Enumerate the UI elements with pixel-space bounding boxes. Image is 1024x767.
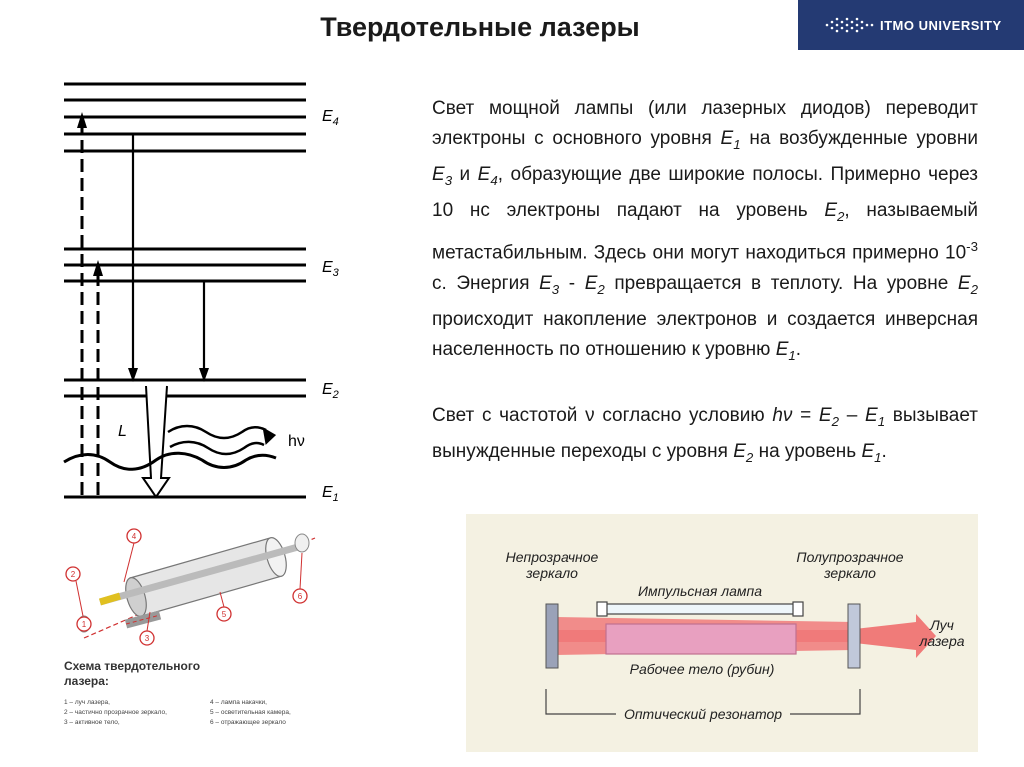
logo-text: ITMO UNIVERSITY xyxy=(880,17,1002,33)
rod-label: Рабочее тело (рубин) xyxy=(630,661,775,677)
itmo-logo: ITMO UNIVERSITY xyxy=(798,0,1024,50)
callout-4: 4 xyxy=(132,532,137,541)
legend-item-5: 5 – осветительная камера, xyxy=(210,709,291,716)
slide-title: Твердотельные лазеры xyxy=(320,12,640,42)
callout-1: 1 xyxy=(82,620,87,629)
e2-label: E2 xyxy=(322,381,339,401)
legend-item-6: 6 – отражающее зеркало xyxy=(210,719,286,726)
legend-item-4: 4 – лампа накачки, xyxy=(210,699,267,706)
l-label: L xyxy=(118,423,127,440)
semi-mirror-label-1: Полупрозрачное xyxy=(796,549,903,565)
energy-level-diagram: E4 E3 E2 E1 L hν xyxy=(63,82,340,504)
lamp-label: Импульсная лампа xyxy=(638,583,762,599)
scheme-caption-line2: лазера: xyxy=(64,674,109,688)
logo-dots-icon xyxy=(825,17,874,33)
optical-resonator-diagram: Непрозрачное зеркало Полупрозрачное зерк… xyxy=(466,514,978,752)
beam-label-2: лазера xyxy=(918,633,964,649)
description-paragraph-1: Свет мощной лампы (или лазерных диодов) … xyxy=(432,98,979,363)
legend-item-2: 2 – частично прозрачное зеркало, xyxy=(64,709,167,716)
hv-label: hν xyxy=(288,433,305,450)
laser-scheme-diagram: 1 2 3 4 5 6 Схема твердотельного лазера:… xyxy=(64,528,316,726)
cavity-label: Оптический резонатор xyxy=(624,706,782,722)
description-paragraph-2: Свет с частотой ν согласно условию hν = … xyxy=(432,405,978,465)
legend-item-1: 1 – луч лазера, xyxy=(64,699,110,706)
beam-label-1: Луч xyxy=(929,617,954,633)
callout-6: 6 xyxy=(298,592,303,601)
callout-5: 5 xyxy=(222,610,227,619)
callout-3: 3 xyxy=(145,634,150,643)
e1-label: E1 xyxy=(322,484,339,504)
callout-2: 2 xyxy=(71,570,76,579)
legend-item-3: 3 – активное тело, xyxy=(64,719,120,726)
scheme-caption-line1: Схема твердотельного xyxy=(64,659,200,673)
opaque-mirror-label-2: зеркало xyxy=(525,565,578,581)
semi-mirror-label-2: зеркало xyxy=(823,565,876,581)
e3-label: E3 xyxy=(322,259,340,279)
e4-label: E4 xyxy=(322,108,339,128)
opaque-mirror-label-1: Непрозрачное xyxy=(506,549,599,565)
